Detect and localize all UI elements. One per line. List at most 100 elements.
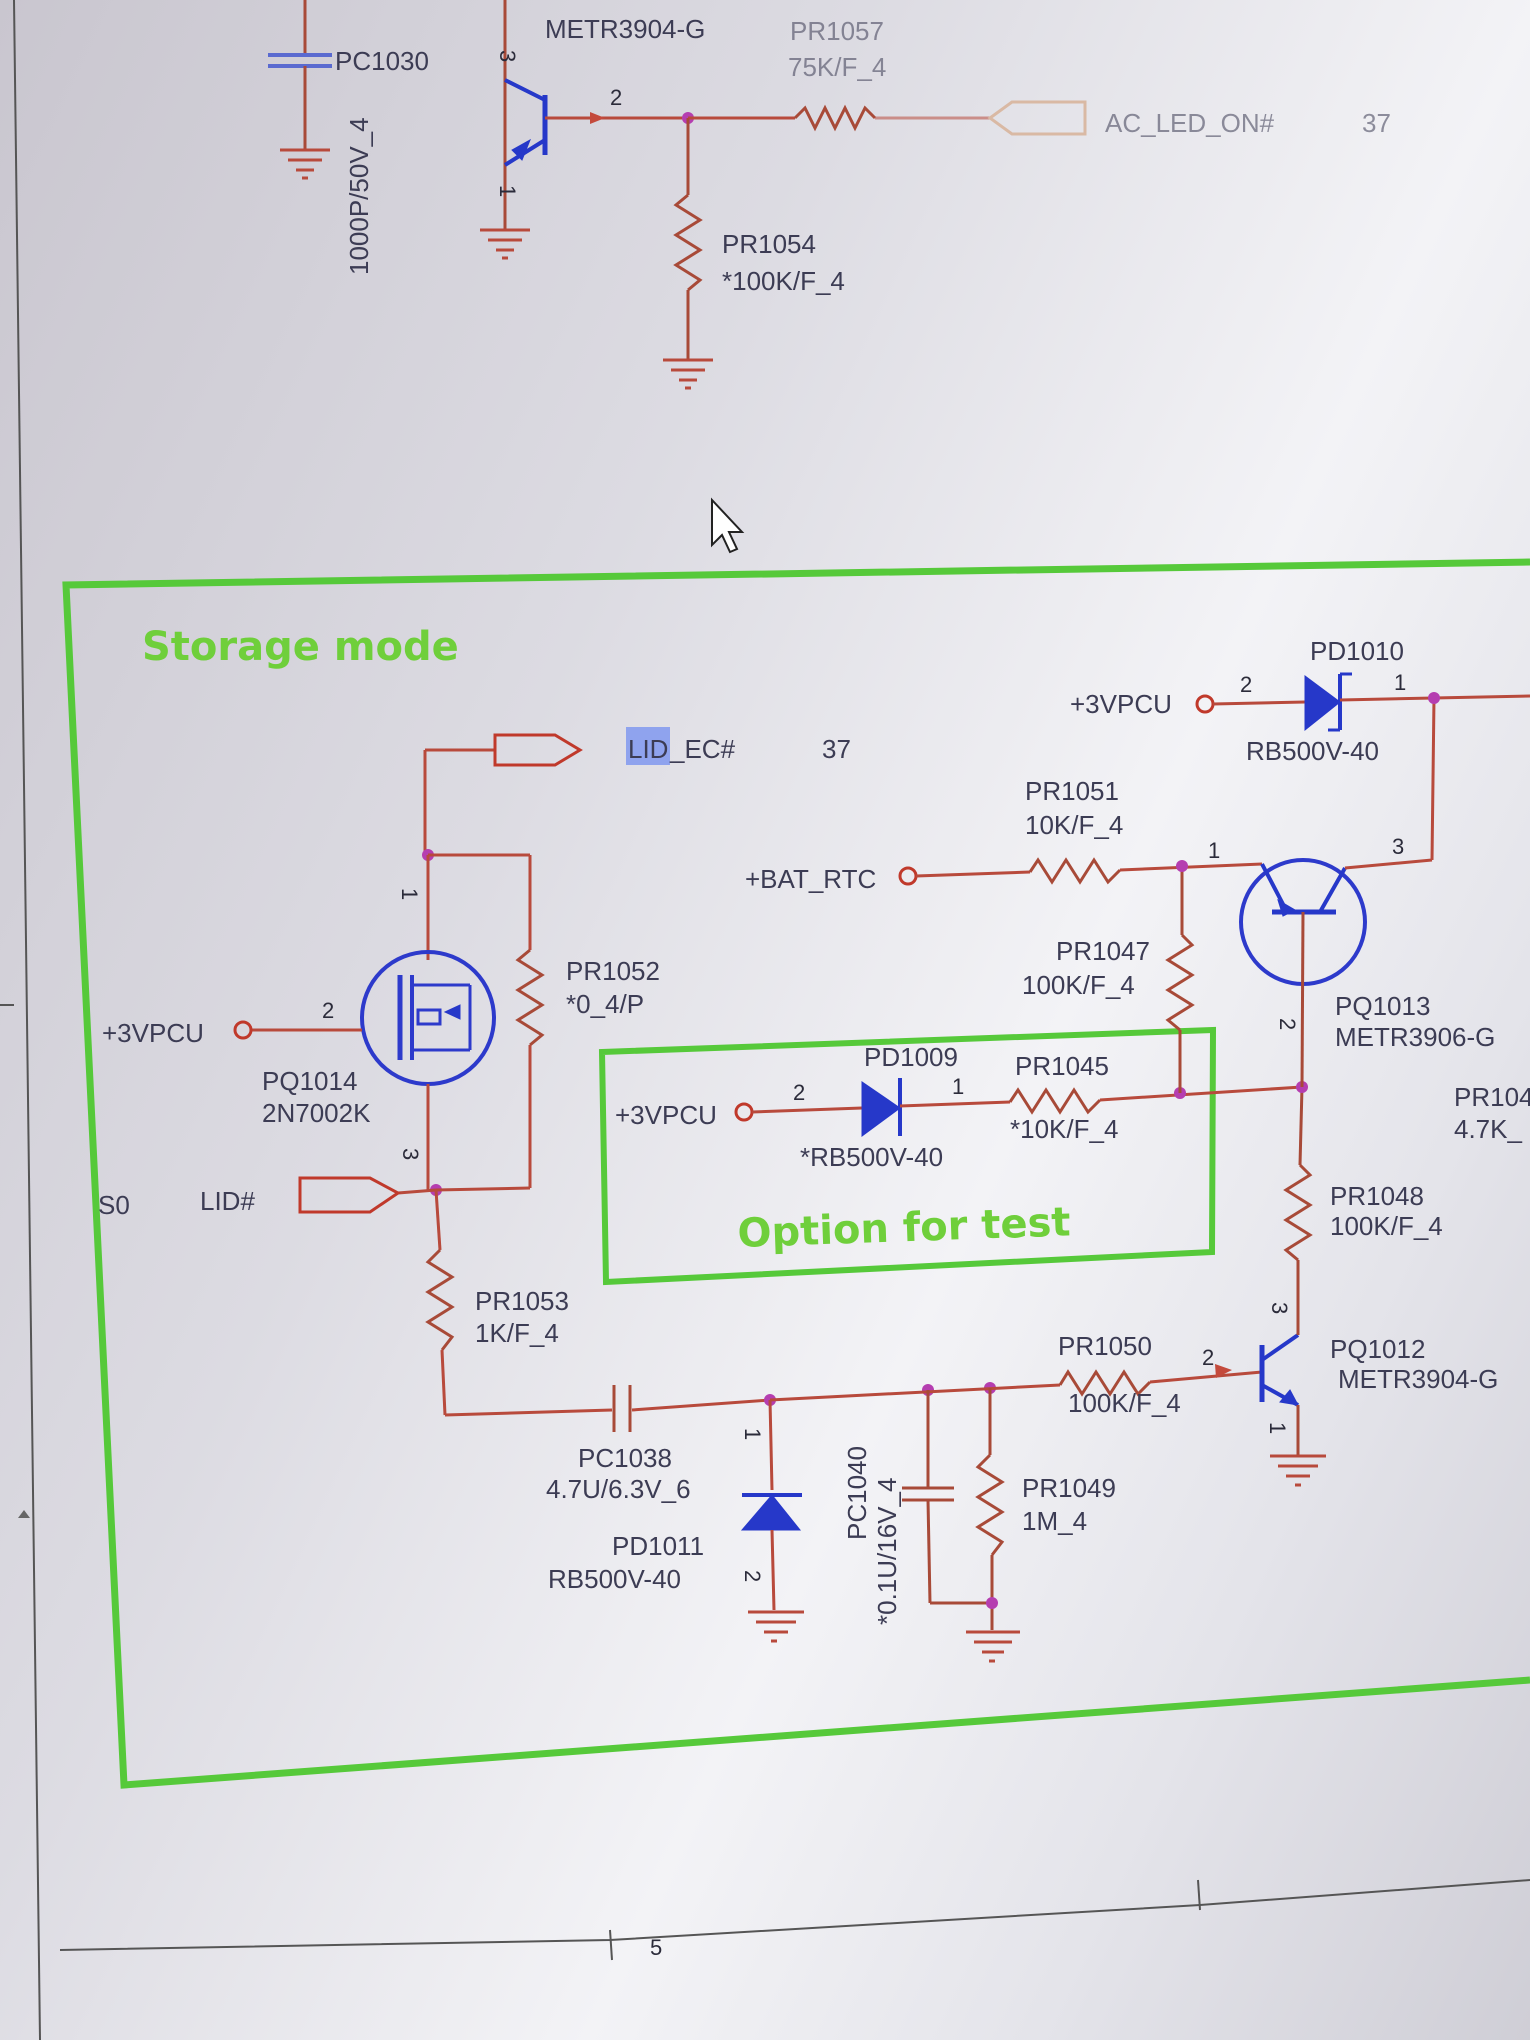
- pd1011-ref: PD1011: [612, 1531, 704, 1561]
- lid-ec-suffix: _EC#: [669, 734, 736, 764]
- junction-dot: [986, 1597, 998, 1609]
- pr1045-ref: PR1045: [1015, 1051, 1109, 1081]
- pin-1-label: 1: [1208, 838, 1220, 863]
- text-selection-highlight: [626, 727, 670, 765]
- lid-ec-connector: [493, 733, 583, 767]
- pr1047-resistor: [1165, 933, 1195, 1032]
- pq1012-emitter-arrow-icon: [1279, 1389, 1299, 1406]
- pr1054-ref: PR1054: [722, 229, 816, 259]
- pc1040-ref: PC1040: [842, 1446, 872, 1540]
- pr1049-value: 1M_4: [1022, 1506, 1087, 1536]
- pr1045-resistor: [1008, 1087, 1102, 1115]
- storage-mode-block: Storage mode LID _EC# 37 +3VPCU 2 1 3 PQ…: [62, 558, 1530, 1789]
- pr1048-value: 100K/F_4: [1330, 1211, 1443, 1241]
- pin-1-label: 1: [952, 1074, 964, 1099]
- storage-mode-title: Storage mode: [142, 624, 459, 670]
- pr1050-ref: PR1050: [1058, 1331, 1152, 1361]
- rail-connector-dot: [233, 1020, 253, 1040]
- pc1030-value: 1000P/50V_4: [344, 117, 374, 275]
- pin-1-label: 1: [1394, 670, 1406, 695]
- pin-2-label: 2: [610, 85, 622, 110]
- pq1014-body: [360, 950, 496, 1086]
- pc1030-ref: PC1030: [335, 46, 429, 76]
- pin-2-label: 2: [740, 1570, 765, 1582]
- pin-1-label: 1: [740, 1428, 765, 1440]
- ground-symbol: [966, 1630, 1020, 1663]
- pq1012-base-arrow-icon: [1215, 1364, 1232, 1378]
- ground-symbol: [663, 358, 713, 390]
- pr1053-ref: PR1053: [475, 1286, 569, 1316]
- pr1051-value: 10K/F_4: [1025, 810, 1123, 840]
- pr1049-ref: PR1049: [1022, 1473, 1116, 1503]
- pq1013-emitter-arrow-icon: [1277, 898, 1297, 917]
- ground-symbol: [280, 148, 330, 180]
- pin-2-label: 2: [1275, 1018, 1300, 1030]
- pd1009-rail: +3VPCU: [615, 1100, 717, 1130]
- pc1040-value: *0.1U/16V_4: [872, 1478, 902, 1625]
- top-ac-led-circuit: PC1030 1000P/50V_4 3 2 1 METR3904-G PR10…: [268, 0, 1391, 390]
- lid-ec-page: 37: [822, 734, 851, 764]
- pr1048-resistor: [1283, 1163, 1313, 1262]
- lid-ec-prefix: LID: [628, 734, 668, 764]
- pd1010-diode-icon: [1304, 675, 1341, 732]
- pq1014-gate-rail: +3VPCU: [102, 1018, 204, 1048]
- rail-connector-dot: [734, 1102, 754, 1122]
- ground-symbol: [480, 228, 530, 260]
- top-transistor-part: METR3904-G: [545, 14, 705, 44]
- pr1054-value: *100K/F_4: [722, 266, 845, 296]
- pd1009-part: *RB500V-40: [800, 1142, 943, 1172]
- pr1048-ref: PR1048: [1330, 1181, 1424, 1211]
- pr1053-resistor: [425, 1248, 455, 1351]
- sheet-marker-icon: [18, 1510, 30, 1518]
- pq1014-ref: PQ1014: [262, 1066, 357, 1096]
- ground-symbol: [1270, 1454, 1326, 1487]
- sheet-number: 5: [650, 1935, 662, 1960]
- pr1050-value: 100K/F_4: [1068, 1388, 1181, 1418]
- pd1009-diode-icon: [861, 1081, 901, 1137]
- pd1010-part: RB500V-40: [1246, 736, 1379, 766]
- pd1011-part: RB500V-40: [548, 1564, 681, 1594]
- pd1011-diode-icon: [740, 1494, 802, 1531]
- pin-1-label: 1: [495, 185, 520, 197]
- pq1013-ref: PQ1013: [1335, 991, 1430, 1021]
- pr104x-value: 4.7K_: [1454, 1114, 1522, 1144]
- pq1014-diode-icon: [443, 1004, 461, 1020]
- lid-net: LID#: [200, 1186, 255, 1216]
- ac-led-on-connector: [987, 100, 1087, 136]
- pq1014-part: 2N7002K: [262, 1098, 371, 1128]
- pr104x-ref: PR104: [1454, 1082, 1530, 1112]
- pin-2-label: 2: [1202, 1345, 1214, 1370]
- lid-input-connector: [298, 1176, 401, 1214]
- pin-2-label: 2: [1240, 672, 1252, 697]
- pr1052-ref: PR1052: [566, 956, 660, 986]
- pin-2-label: 2: [793, 1080, 805, 1105]
- mouse-cursor-icon: [711, 497, 745, 554]
- pin-1-label: 1: [1265, 1422, 1290, 1434]
- pd1010-ref: PD1010: [1310, 636, 1404, 666]
- pin-1-label: 1: [397, 888, 422, 900]
- pq1012-part: METR3904-G: [1338, 1364, 1498, 1394]
- pr1057-ref: PR1057: [790, 16, 884, 46]
- pin-2-label: 2: [322, 998, 334, 1023]
- pr1057-value: 75K/F_4: [788, 52, 886, 82]
- pr1052-resistor: [515, 948, 545, 1047]
- ground-symbol: [748, 1610, 804, 1643]
- pr1053-value: 1K/F_4: [475, 1318, 559, 1348]
- ac-led-on-page: 37: [1362, 108, 1391, 138]
- rail-connector-dot: [1195, 694, 1215, 714]
- pr1047-ref: PR1047: [1056, 936, 1150, 966]
- pin-3-label: 3: [495, 50, 520, 62]
- option-for-test-frame: [598, 1026, 1217, 1286]
- pr1051-resistor: [1028, 857, 1122, 885]
- pr1045-value: *10K/F_4: [1010, 1114, 1118, 1144]
- pr1052-value: *0_4/P: [566, 989, 644, 1019]
- emitter-arrow-icon: [511, 138, 531, 161]
- junction-dot: [1176, 860, 1188, 872]
- pr1050-resistor: [1058, 1369, 1152, 1397]
- pq1012-ref: PQ1012: [1330, 1334, 1425, 1364]
- pr1057-resistor: [793, 104, 877, 132]
- pr1049-resistor: [975, 1453, 1005, 1556]
- pc1038-ref: PC1038: [578, 1443, 672, 1473]
